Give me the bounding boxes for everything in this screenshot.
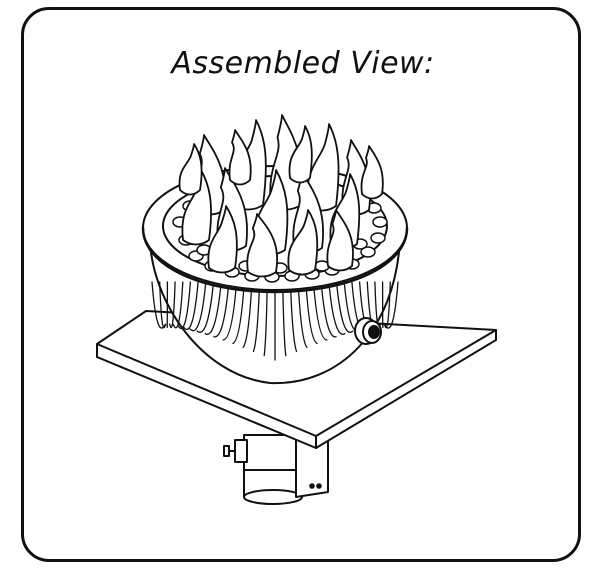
flame — [246, 213, 278, 278]
flame — [178, 143, 203, 196]
bowl-rib — [159, 281, 167, 329]
ignition-knob — [354, 317, 382, 345]
control-valve — [223, 439, 248, 463]
flame — [228, 129, 252, 186]
flame — [287, 209, 319, 276]
bowl-rib — [312, 281, 328, 341]
glass-stone — [370, 232, 386, 244]
flame — [207, 205, 238, 274]
bowl-rib — [189, 281, 207, 332]
flame — [306, 123, 340, 212]
bowl-rib — [384, 281, 399, 329]
bowl-rib — [196, 281, 215, 333]
bowl-rib — [182, 281, 199, 330]
bowl-rib — [213, 281, 230, 338]
bowl-rib — [172, 281, 184, 329]
bowl-rib — [169, 281, 176, 329]
glass-stone — [372, 216, 388, 228]
bowl-rib — [305, 281, 318, 345]
bowl-rib — [328, 281, 346, 335]
glass-stone — [360, 246, 376, 258]
flame — [360, 145, 384, 200]
flames — [178, 114, 384, 278]
flame — [326, 209, 354, 272]
bowl-rib — [204, 281, 222, 335]
bowl-rib — [335, 281, 354, 333]
bowl-rib — [177, 281, 192, 330]
bowl-rib — [222, 281, 238, 341]
bowl-rib — [232, 281, 245, 345]
flame — [288, 125, 313, 184]
diagram-title: Assembled View: — [171, 46, 435, 81]
bowl-rib — [320, 281, 337, 338]
